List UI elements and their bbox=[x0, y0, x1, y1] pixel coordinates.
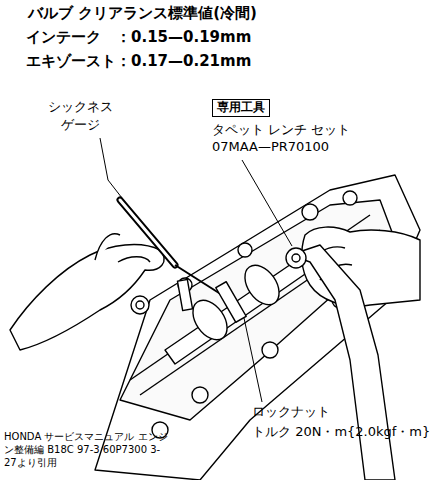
leader-lines bbox=[100, 138, 292, 402]
part-name: ロックナット bbox=[252, 403, 330, 421]
tool-tag: 専用工具 bbox=[217, 100, 265, 116]
part-number: 07MAA—PR70100 bbox=[212, 139, 329, 154]
spec-line: エキゾースト：0.17—0.21mm bbox=[26, 52, 251, 71]
tool-tag-box: 専用工具 bbox=[212, 99, 270, 117]
torque-spec: トルク 20N・m{2.0kgf・m} bbox=[252, 423, 430, 441]
part-name: シックネス ゲージ bbox=[40, 98, 120, 134]
tool-name: タペット レンチ セット bbox=[212, 121, 350, 139]
spec-line: インテーク ：0.15—0.19mm bbox=[26, 28, 251, 47]
spec-title: バルブ クリアランス標準値(冷間) bbox=[28, 4, 257, 23]
source-note: HONDA サービスマニュアル エンジン整備編 B18C 97-3 60P730… bbox=[4, 430, 169, 469]
